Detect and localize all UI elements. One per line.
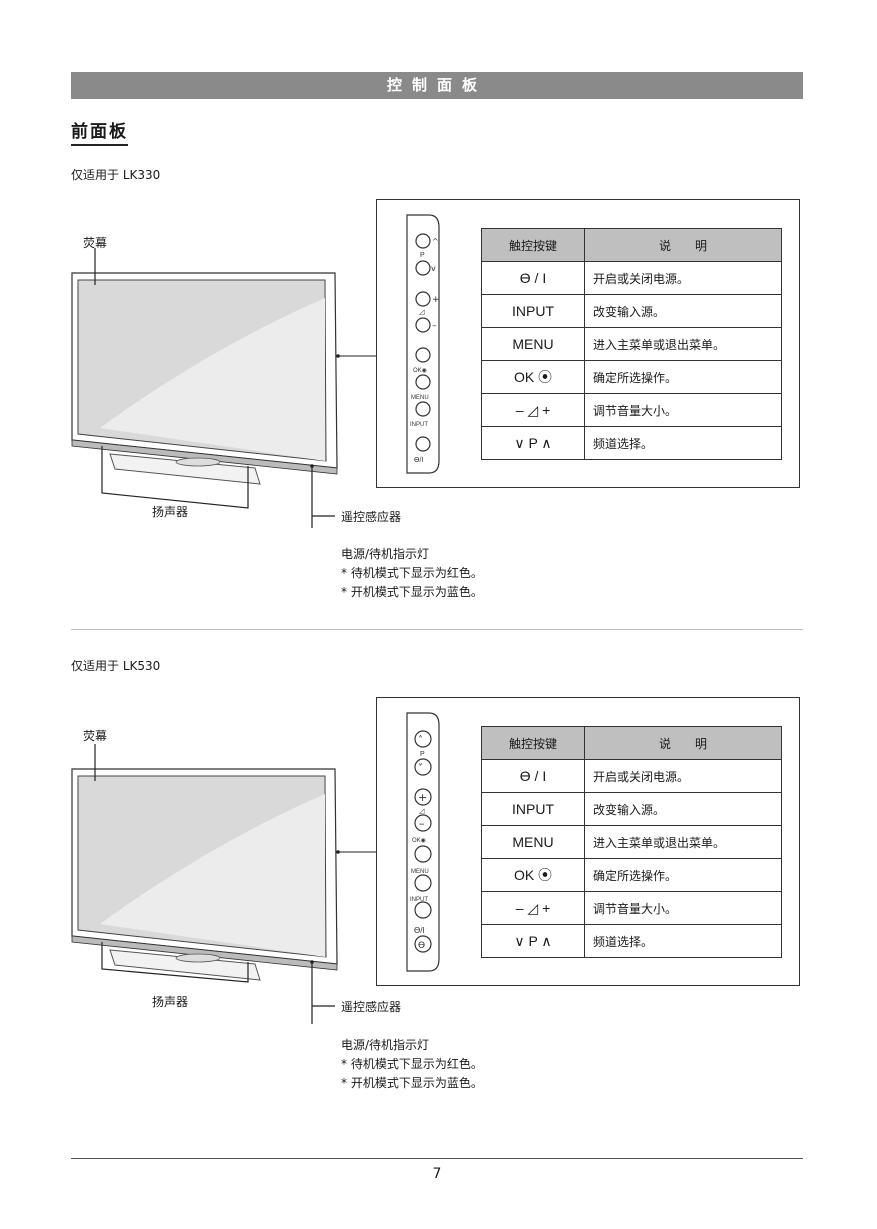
tv-bottom-strip bbox=[71, 439, 338, 475]
svg-text:OK◉: OK◉ bbox=[412, 838, 426, 844]
channel-down-button bbox=[415, 260, 431, 276]
svg-text:INPUT: INPUT bbox=[410, 897, 428, 903]
label-remote-sensor: 遥控感应器 bbox=[341, 1000, 402, 1014]
label-screen: 荧幕 bbox=[83, 729, 108, 743]
page-number: 7 bbox=[432, 1166, 442, 1182]
table-header-key: 触控按键 bbox=[481, 726, 585, 760]
svg-text:MENU: MENU bbox=[411, 869, 429, 875]
applies-to-lk330: 仅适用于 LK330 bbox=[71, 168, 161, 182]
note-standby: * 待机模式下显示为红色。 bbox=[341, 1057, 483, 1071]
svg-text:–: – bbox=[419, 817, 425, 830]
volume-down-button bbox=[414, 814, 432, 832]
svg-text:OK◉: OK◉ bbox=[413, 368, 427, 374]
table-row: OK ⦿ 确定所选操作。 bbox=[481, 858, 782, 892]
svg-text:+: + bbox=[432, 295, 440, 305]
table-row: ∨ P ∧ 频道选择。 bbox=[481, 426, 782, 460]
tv-bottom-strip bbox=[71, 935, 338, 971]
screen-highlight bbox=[100, 298, 325, 461]
label-screen: 荧幕 bbox=[83, 236, 108, 250]
input-button bbox=[415, 401, 431, 417]
svg-text:˅: ˅ bbox=[418, 762, 423, 774]
section-divider bbox=[71, 629, 803, 630]
table-row: ϴ / I 开启或关闭电源。 bbox=[481, 261, 782, 295]
note-standby: * 待机模式下显示为红色。 bbox=[341, 566, 483, 580]
svg-text:˄: ˄ bbox=[418, 734, 423, 746]
control-panel-box-lk530: ˄ P ˅ + ◿ – OK◉ MENU INPUT ϴ/I ϴ 触控按键 说明… bbox=[376, 697, 800, 986]
tv-illustration-lk330 bbox=[71, 248, 378, 528]
label-power-indicator: 电源/待机指示灯 bbox=[341, 1038, 430, 1052]
button-strip: ˄ P ˅ + ◿ – OK◉ MENU INPUT ϴ/I ϴ bbox=[406, 712, 440, 972]
input-button bbox=[414, 901, 432, 919]
ok-button bbox=[415, 347, 431, 363]
table-row: MENU 进入主菜单或退出菜单。 bbox=[481, 825, 782, 859]
svg-text:ϴ/I: ϴ/I bbox=[414, 457, 423, 464]
volume-up-button bbox=[414, 788, 432, 806]
header-bar bbox=[71, 72, 803, 99]
key-table-lk330: 触控按键 说明 ϴ / I 开启或关闭电源。 INPUT 改变输入源。 MENU… bbox=[481, 228, 782, 460]
svg-text:+: + bbox=[418, 791, 427, 804]
footer-line bbox=[71, 1158, 803, 1159]
svg-text:MENU: MENU bbox=[411, 395, 429, 401]
label-speaker: 扬声器 bbox=[152, 505, 189, 519]
svg-text:ϴ: ϴ bbox=[418, 941, 425, 951]
table-row: INPUT 改变输入源。 bbox=[481, 294, 782, 328]
ok-button bbox=[414, 845, 432, 863]
channel-up-button bbox=[414, 730, 432, 748]
note-on: * 开机模式下显示为蓝色。 bbox=[341, 585, 483, 599]
menu-button bbox=[414, 874, 432, 892]
page-title: 控制面板 bbox=[386, 76, 487, 94]
svg-text:INPUT: INPUT bbox=[410, 422, 428, 428]
svg-text:◿: ◿ bbox=[419, 807, 425, 815]
svg-text:ϴ/I: ϴ/I bbox=[414, 926, 425, 935]
channel-up-button bbox=[415, 233, 431, 249]
section-title: 前面板 bbox=[71, 122, 128, 146]
table-row: OK ⦿ 确定所选操作。 bbox=[481, 360, 782, 394]
applies-to-lk530: 仅适用于 LK530 bbox=[71, 659, 161, 673]
channel-down-button bbox=[414, 758, 432, 776]
key-table-lk530: 触控按键 说明 ϴ / I 开启或关闭电源。 INPUT 改变输入源。 MENU… bbox=[481, 726, 782, 958]
table-row: INPUT 改变输入源。 bbox=[481, 792, 782, 826]
svg-text:^: ^ bbox=[432, 237, 439, 246]
table-row: – ◿ + 调节音量大小。 bbox=[481, 891, 782, 925]
svg-text:P: P bbox=[420, 751, 425, 758]
volume-down-button bbox=[415, 317, 431, 333]
screen-highlight bbox=[100, 794, 325, 957]
table-header-desc: 说明 bbox=[584, 228, 782, 262]
svg-text:v: v bbox=[431, 264, 436, 273]
label-power-indicator: 电源/待机指示灯 bbox=[341, 547, 430, 561]
svg-text:P: P bbox=[420, 252, 425, 259]
control-panel-box-lk330: ^ P v + ◿ – OK◉ MENU INPUT ϴ/I 触控按键 说明 ϴ… bbox=[376, 199, 800, 488]
tv-illustration-lk530 bbox=[71, 744, 378, 1024]
power-button bbox=[415, 436, 431, 452]
svg-text:–: – bbox=[432, 321, 437, 331]
table-header-desc: 说明 bbox=[584, 726, 782, 760]
label-remote-sensor: 遥控感应器 bbox=[341, 510, 402, 524]
table-row: – ◿ + 调节音量大小。 bbox=[481, 393, 782, 427]
button-strip: ^ P v + ◿ – OK◉ MENU INPUT ϴ/I bbox=[406, 214, 440, 474]
table-row: ϴ / I 开启或关闭电源。 bbox=[481, 759, 782, 793]
volume-up-button bbox=[415, 291, 431, 307]
note-on: * 开机模式下显示为蓝色。 bbox=[341, 1076, 483, 1090]
label-speaker: 扬声器 bbox=[152, 995, 189, 1009]
table-row: MENU 进入主菜单或退出菜单。 bbox=[481, 327, 782, 361]
table-row: ∨ P ∧ 频道选择。 bbox=[481, 924, 782, 958]
power-button bbox=[414, 935, 432, 953]
table-header-key: 触控按键 bbox=[481, 228, 585, 262]
svg-text:◿: ◿ bbox=[419, 308, 425, 316]
menu-button bbox=[415, 374, 431, 390]
